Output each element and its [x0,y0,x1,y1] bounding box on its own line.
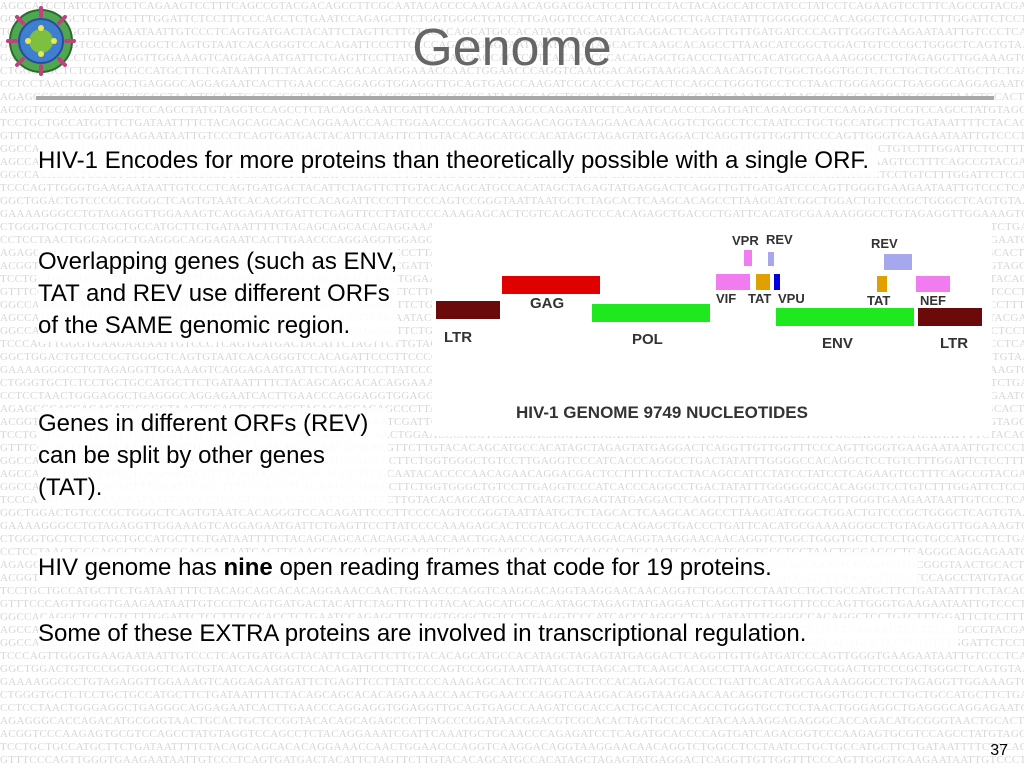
dna-sequence-line: GGCTGGACTGTCCCGCTGGGCTCAGTGTAATCACAGGGTC… [0,507,1024,519]
dna-sequence-line: TCCTGCTGCCATGCTTCTGATAATTTTCTACAGCAGCACA… [0,585,1024,597]
gene-label-nef: NEF [920,293,946,308]
nine-orfs-suffix: open reading frames that code for 19 pro… [272,554,772,581]
gene-label-vpu: VPU [778,291,805,306]
gene-label-env: ENV [822,335,853,352]
extra-proteins-paragraph: Some of these EXTRA proteins are involve… [38,618,958,650]
gene-bar-vpu [774,274,780,290]
gene-label-rev-2: REV [871,236,898,251]
gene-bar-ltr-right [918,308,982,326]
gene-label-ltr-right: LTR [940,335,969,352]
dna-sequence-line: TCCTGCTGCCATGCTTCTGATAATTTTCTACAGCAGCACA… [0,117,1024,129]
gene-bar-ltr-left [436,301,500,319]
hiv-genome-map: VPR REV REV VIF TAT VPU TAT NEF GAG LTR … [432,218,992,436]
dna-sequence-line: GAAAAGGGCCTGTAGAGGTTGGAAAGTCAGGAGAATGATT… [0,52,1024,64]
dna-sequence-line: CCTCCTAACTGGGAGGCTGAGGGCAGGAGAATCACTTGAA… [0,78,1024,90]
gene-bar-gag [502,276,600,294]
title-divider [36,96,994,100]
gene-bar-rev-2 [884,254,912,270]
slide-title: Genome [412,19,612,77]
page-number: 37 [990,742,1008,759]
gene-bar-pol [592,304,710,322]
gene-bar-rev-1 [768,252,774,266]
dna-sequence-line: GGCTGGACTGTCCCGCTGGGCTCAGTGTAATCACAGGGTC… [0,195,1024,207]
dna-sequence-line: TCCCAGTTGGGTGAAGAATAATTGTCCCTCAGTGATGACT… [0,26,1024,38]
gene-bar-vpr [744,250,752,266]
gene-label-gag: GAG [530,295,565,312]
dna-sequence-line: CCTCCTAACTGGGAGGCTGAGGGCAGGAGAATCACTTGAA… [0,702,1024,714]
dna-sequence-line: GTTTCCCAGTTGGGTGAAGAATAATTGTCCCTCAGTGATG… [0,754,1024,766]
gene-label-tat-2: TAT [867,293,891,308]
dna-sequence-line: CTGGGTGCTCTCCTGCTGCCATGCTTCTGATAATTTTCTA… [0,689,1024,701]
nine-orfs-prefix: HIV genome has [38,554,224,581]
gene-label-rev-1: REV [766,232,793,247]
overlapping-genes-paragraph: Overlapping genes (such as ENV, TAT and … [38,246,398,342]
gene-bar-tat-2 [877,276,887,292]
nine-orfs-paragraph: HIV genome has nine open reading frames … [38,552,918,584]
genome-caption: HIV-1 GENOME 9749 NUCLEOTIDES [516,403,808,422]
dna-sequence-line: GAAAAGGGCCTGTAGAGGTTGGAAAGTCAGGAGAATGATT… [0,520,1024,532]
dna-sequence-line: GGCTGGACTGTCCCGCTGGGCTCAGTGTAATCACAGGGTC… [0,39,1024,51]
dna-sequence-line: TCCCAGTTGGGTGAAGAATAATTGTCCCTCAGTGATGACT… [0,182,1024,194]
dna-sequence-line: TCCTGCTGCCATGCTTCTGATAATTTTCTACAGCAGCACA… [0,741,1024,753]
dna-sequence-line: TCCCAGTTGGGTGAAGAATAATTGTCCCTCAGTGATGACT… [0,650,1024,662]
gene-label-vif: VIF [716,291,737,306]
dna-sequence-line: GGCCACAGGCTCCTGTCTTTGGATTCTCCTTTCCCACCTC… [0,13,1024,25]
intro-paragraph: HIV-1 Encodes for more proteins than the… [38,145,878,177]
dna-sequence-line: GGCTGGACTGTCCCGCTGGGCTCAGTGTAATCACAGGGTC… [0,663,1024,675]
dna-sequence-line: CTGGGTGCTCTCCTGCTGCCATGCTTCTGATAATTTTCTA… [0,533,1024,545]
gene-label-ltr-left: LTR [444,329,473,346]
dna-sequence-line: GAAAAGGGCCTGTAGAGGTTGGAAAGTCAGGAGAATGATT… [0,676,1024,688]
dna-sequence-line: ACGGTCCCAAGAGTGCGTCCAGCCTATGTAGGTCCAGCCT… [0,728,1024,740]
split-genes-paragraph: Genes in different ORFs (REV) can be spl… [38,408,388,504]
dna-sequence-line: AGCCATCCTATCCTATCCTCAGAAGTCCTTTCAGCCGTAC… [0,0,1024,12]
dna-sequence-line: ACGGTCCCAAGAGTGCGTCCAGCCTATGTAGGTCCAGCCT… [0,104,1024,116]
gene-bar-env [776,308,914,326]
gene-label-pol: POL [632,331,663,348]
dna-sequence-line: CTGGGTGCTCTCCTGCTGCCATGCTTCTGATAATTTTCTA… [0,65,1024,77]
gene-bar-nef [916,276,950,292]
dna-sequence-line: GTTTCCCAGTTGGGTGAAGAATAATTGTCCCTCAGTGATG… [0,598,1024,610]
gene-bar-tat-1 [756,274,770,290]
dna-sequence-line: GAAAAGGGCCTGTAGAGGTTGGAAAGTCAGGAGAATGATT… [0,208,1024,220]
dna-sequence-line: AGAGGGCACCAGACATGCGGGTAACTGCACTGCTCCGGTA… [0,715,1024,727]
dna-sequence-line: GTTTCCCAGTTGGGTGAAGAATAATTGTCCCTCAGTGATG… [0,130,1024,142]
virus-particle-logo [6,6,76,76]
nine-orfs-emphasis: nine [223,554,273,581]
gene-bar-vif [716,274,750,290]
gene-label-tat-1: TAT [748,291,772,306]
gene-label-vpr: VPR [732,233,759,248]
